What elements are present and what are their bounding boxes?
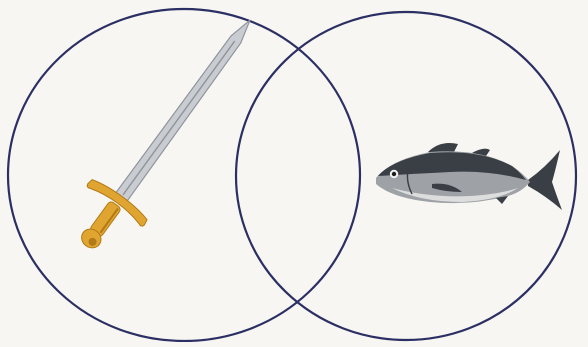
fish-icon [376, 143, 562, 210]
left-set-circle [8, 9, 360, 341]
